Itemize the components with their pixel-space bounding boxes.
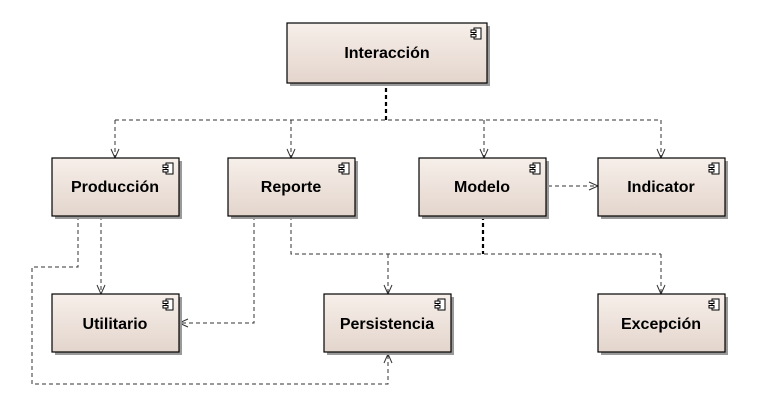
component-excepcion[interactable]: Excepción: [597, 293, 728, 355]
component-icon: [529, 162, 541, 175]
component-label: Excepción: [621, 316, 701, 333]
component-interaccion[interactable]: Interacción: [286, 22, 490, 86]
component-label: Utilitario: [83, 316, 148, 333]
component-label: Producción: [71, 179, 159, 196]
component-icon: [708, 298, 720, 311]
component-persistencia[interactable]: Persistencia: [323, 293, 454, 355]
dependency-lower-bus: [290, 216, 661, 255]
component-utilitario[interactable]: Utilitario: [51, 293, 182, 355]
dependency-reporte-utilitario: [179, 216, 255, 324]
component-label: Interacción: [344, 45, 429, 62]
component-label: Reporte: [261, 179, 322, 196]
component-icon: [434, 298, 446, 311]
component-icon: [338, 162, 350, 175]
component-reporte[interactable]: Reporte: [227, 157, 358, 219]
component-indicator[interactable]: Indicator: [597, 157, 728, 219]
component-icon: [470, 27, 482, 40]
component-icon: [162, 298, 174, 311]
dependency-produccion-persistencia: [31, 216, 389, 385]
component-label: Indicator: [627, 179, 695, 196]
component-icon: [162, 162, 174, 175]
component-icon: [708, 162, 720, 175]
component-produccion[interactable]: Producción: [51, 157, 182, 219]
dependencies: [31, 88, 666, 385]
component-label: Modelo: [454, 179, 510, 196]
component-label: Persistencia: [340, 316, 434, 333]
component-modelo[interactable]: Modelo: [418, 157, 549, 219]
